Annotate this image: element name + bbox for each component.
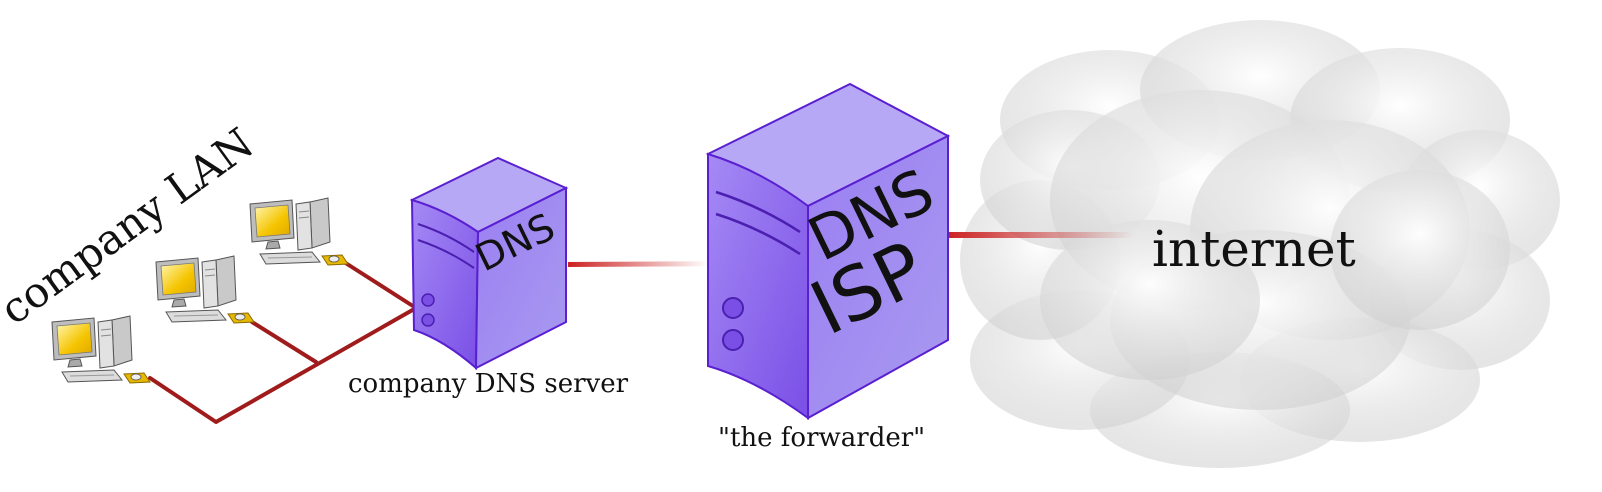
link-company-to-isp	[568, 261, 709, 267]
link-isp-to-internet	[948, 232, 1134, 238]
cloud-puff	[1040, 220, 1260, 380]
company-dns-server-label: company DNS server	[348, 369, 629, 399]
workstation-icon-bottom	[51, 315, 151, 384]
isp-dns-server-icon: DNS ISP	[705, 82, 951, 420]
cloud-icon	[960, 20, 1560, 468]
lan-cabling	[148, 260, 418, 424]
forwarder-label: "the forwarder"	[718, 423, 925, 453]
company-dns-server-icon: DNS	[409, 156, 569, 371]
workstation-icon-middle	[155, 255, 255, 324]
lan-cable-middle	[250, 320, 318, 364]
internet-label: internet	[1152, 220, 1356, 278]
lan-cable-top	[342, 260, 418, 310]
workstation-icon-top	[249, 197, 349, 266]
lan-cable-bottom	[148, 306, 418, 424]
cloud-puff	[1330, 170, 1510, 330]
